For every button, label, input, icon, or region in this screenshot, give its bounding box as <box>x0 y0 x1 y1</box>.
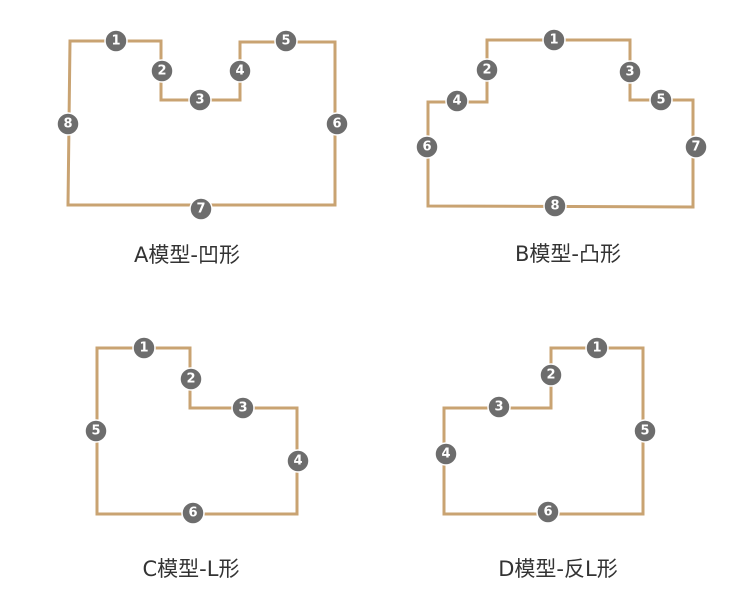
model-b-marker-2: 2 <box>475 58 499 82</box>
model-d-marker-6: 6 <box>536 500 560 524</box>
model-b: 1 2 3 4 5 6 7 8 B模型-凸形 <box>415 28 708 266</box>
model-d-marker-5: 5 <box>633 419 657 443</box>
model-a-marker-5: 5 <box>274 29 298 53</box>
model-a-caption: A模型-凹形 <box>134 243 240 267</box>
svg-text:6: 6 <box>543 505 552 520</box>
model-b-marker-7: 7 <box>684 135 708 159</box>
model-a-marker-4: 4 <box>228 59 252 83</box>
svg-text:4: 4 <box>441 447 450 462</box>
svg-text:1: 1 <box>111 34 120 49</box>
model-a-marker-7: 7 <box>189 197 213 221</box>
model-b-marker-5: 5 <box>649 88 673 112</box>
model-d-marker-1: 1 <box>585 336 609 360</box>
model-c-outline <box>95 346 299 516</box>
svg-text:7: 7 <box>691 140 700 155</box>
model-c-marker-6: 6 <box>181 501 205 525</box>
svg-text:3: 3 <box>195 93 204 108</box>
svg-text:5: 5 <box>91 424 100 439</box>
svg-text:5: 5 <box>640 424 649 439</box>
model-a-marker-6: 6 <box>325 112 349 136</box>
model-b-marker-8: 8 <box>543 194 567 218</box>
svg-text:3: 3 <box>238 401 247 416</box>
model-d-marker-4: 4 <box>434 442 458 466</box>
model-c-marker-4: 4 <box>286 449 310 473</box>
svg-text:8: 8 <box>63 117 72 132</box>
model-d-caption: D模型-反L形 <box>498 557 617 581</box>
model-a-marker-8: 8 <box>56 112 80 136</box>
svg-text:1: 1 <box>139 341 148 356</box>
svg-text:4: 4 <box>452 94 461 109</box>
model-a-marker-2: 2 <box>150 59 174 83</box>
model-a-marker-1: 1 <box>104 29 128 53</box>
model-b-caption: B模型-凸形 <box>515 242 621 266</box>
model-c: 1 2 3 4 5 6 C模型-L形 <box>84 336 310 581</box>
svg-text:7: 7 <box>196 202 205 217</box>
model-d: 1 2 3 4 5 6 D模型-反L形 <box>434 336 657 581</box>
svg-text:5: 5 <box>656 93 665 108</box>
model-c-marker-5: 5 <box>84 419 108 443</box>
svg-text:6: 6 <box>188 506 197 521</box>
svg-text:2: 2 <box>186 372 195 387</box>
model-d-marker-3: 3 <box>487 395 511 419</box>
svg-text:2: 2 <box>482 63 491 78</box>
svg-text:4: 4 <box>235 64 244 79</box>
svg-text:8: 8 <box>550 199 559 214</box>
svg-text:3: 3 <box>625 65 634 80</box>
model-c-marker-3: 3 <box>231 396 255 420</box>
svg-text:3: 3 <box>494 400 503 415</box>
model-b-marker-3: 3 <box>618 60 642 84</box>
svg-text:6: 6 <box>332 117 341 132</box>
svg-text:1: 1 <box>549 33 558 48</box>
model-c-marker-1: 1 <box>132 336 156 360</box>
svg-text:5: 5 <box>281 34 290 49</box>
model-b-marker-6: 6 <box>415 135 439 159</box>
model-d-outline <box>442 346 645 516</box>
model-a-outline <box>66 39 337 207</box>
model-b-marker-1: 1 <box>542 28 566 52</box>
model-d-marker-2: 2 <box>539 363 563 387</box>
model-a-marker-3: 3 <box>188 88 212 112</box>
svg-text:2: 2 <box>546 368 555 383</box>
svg-text:6: 6 <box>422 140 431 155</box>
model-a: 1 2 3 4 5 6 7 8 A模型-凹形 <box>56 29 349 267</box>
svg-text:2: 2 <box>157 64 166 79</box>
svg-text:1: 1 <box>592 341 601 356</box>
model-c-marker-2: 2 <box>179 367 203 391</box>
model-b-outline <box>426 38 695 209</box>
model-b-marker-4: 4 <box>445 89 469 113</box>
model-c-caption: C模型-L形 <box>143 557 240 581</box>
svg-text:4: 4 <box>293 454 302 469</box>
